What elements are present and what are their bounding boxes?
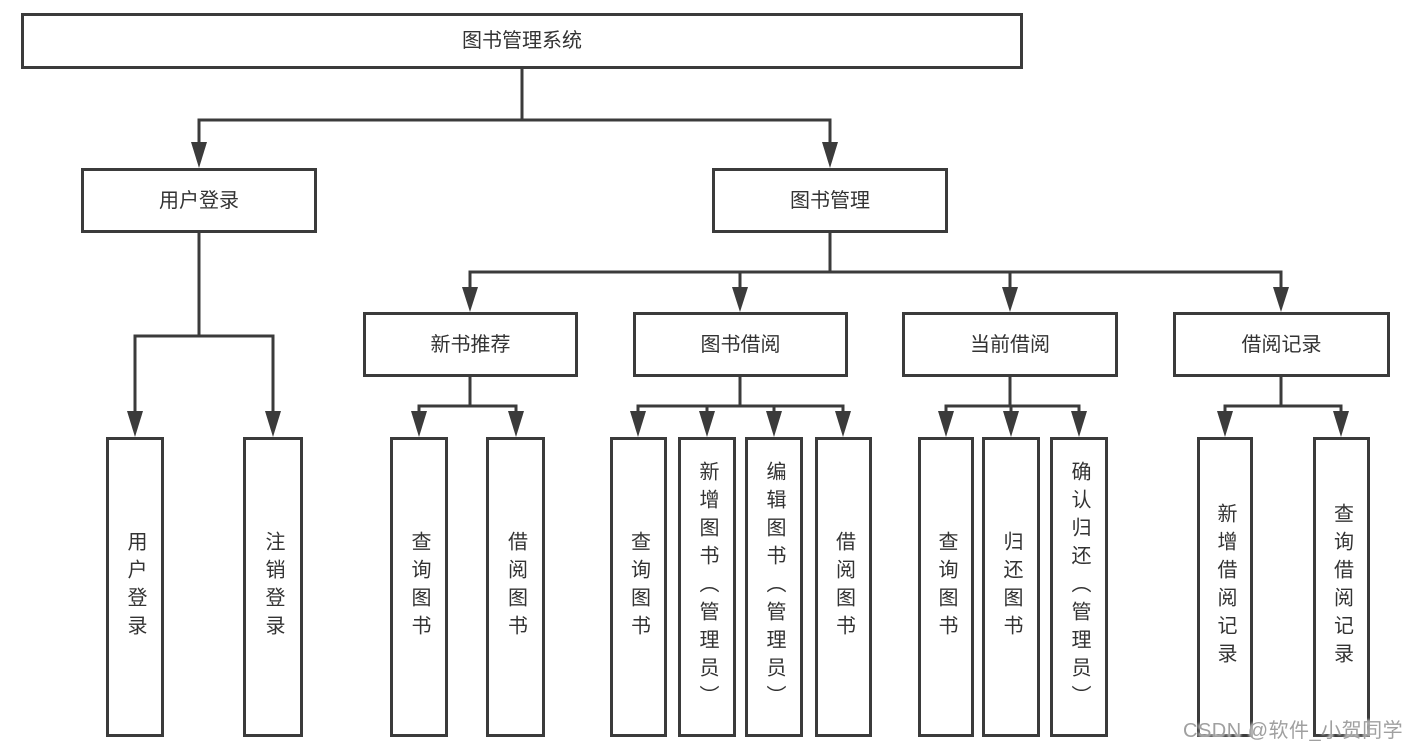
node-borrowing-records: 借阅记录 [1173,312,1390,377]
leaf-query-books-recommend: 查询图书 [390,437,448,737]
node-borrowing-records-label: 借阅记录 [1241,333,1322,356]
leaf-logout: 注销登录 [243,437,303,737]
leaf-query-books-borrowing: 查询图书 [610,437,667,737]
node-current-borrowing: 当前借阅 [902,312,1118,377]
leaf-query-books-borrowing-label: 查询图书 [627,531,650,643]
node-book-management-label: 图书管理 [790,189,870,212]
leaf-add-borrow-record: 新增借阅记录 [1197,437,1253,737]
leaf-add-borrow-record-label: 新增借阅记录 [1214,503,1236,671]
leaf-query-books-current-label: 查询图书 [935,531,957,643]
node-library-system: 图书管理系统 [21,13,1023,69]
leaf-borrow-books-borrowing-label: 借阅图书 [832,531,855,643]
leaf-add-books-admin-label: 新增图书（管理员） [696,461,718,713]
leaf-user-login-label: 用户登录 [124,531,146,643]
node-new-book-recommendation: 新书推荐 [363,312,578,377]
leaf-edit-books-admin-label: 编辑图书（管理员） [763,461,785,713]
node-book-management: 图书管理 [712,168,948,233]
csdn-watermark: CSDN @软件_小贺同学 [1183,720,1404,742]
node-library-system-label: 图书管理系统 [462,30,582,52]
leaf-borrow-books-borrowing: 借阅图书 [815,437,872,737]
leaf-confirm-return-admin: 确认归还（管理员） [1050,437,1108,737]
leaf-query-books-recommend-label: 查询图书 [408,531,430,643]
leaf-query-borrow-record: 查询借阅记录 [1313,437,1370,737]
leaf-borrow-books-recommend-label: 借阅图书 [504,531,527,643]
leaf-edit-books-admin: 编辑图书（管理员） [745,437,803,737]
node-current-borrowing-label: 当前借阅 [970,333,1050,356]
leaf-query-books-current: 查询图书 [918,437,974,737]
leaf-borrow-books-recommend: 借阅图书 [486,437,545,737]
leaf-logout-label: 注销登录 [262,531,284,643]
leaf-confirm-return-admin-label: 确认归还（管理员） [1068,461,1090,713]
leaf-return-books-label: 归还图书 [1000,531,1022,643]
leaf-add-books-admin: 新增图书（管理员） [678,437,736,737]
node-user-login: 用户登录 [81,168,317,233]
node-book-borrowing: 图书借阅 [633,312,848,377]
leaf-return-books: 归还图书 [982,437,1040,737]
leaf-query-borrow-record-label: 查询借阅记录 [1330,503,1353,671]
node-user-login-label: 用户登录 [159,189,239,212]
node-new-book-recommendation-label: 新书推荐 [430,333,511,356]
leaf-user-login: 用户登录 [106,437,164,737]
node-book-borrowing-label: 图书借阅 [700,333,781,356]
